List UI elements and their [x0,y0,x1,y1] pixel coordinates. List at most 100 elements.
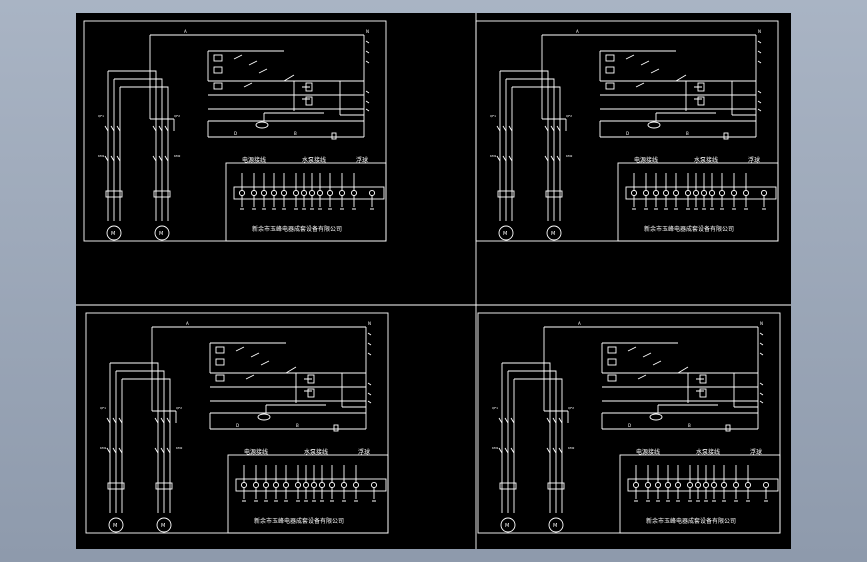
terminal-strip [627,478,779,492]
terminal-7 [694,481,702,489]
control-circuit: D B [601,342,759,432]
terminal-12 [744,481,752,489]
terminal-6 [684,189,692,197]
supply-line [542,34,757,121]
terminal-row [630,173,768,210]
pump-wiring-label: 水泵接线 [304,448,328,456]
svg-text:M: M [161,523,165,529]
terminal-3 [654,481,662,489]
svg-text:QF1: QF1 [98,114,104,118]
phase-line-c [508,370,563,423]
svg-text:KM2: KM2 [176,446,183,450]
terminal-3 [652,189,660,197]
terminal-10 [720,481,728,489]
power-wiring-label: 电源接线 [244,448,268,456]
terminal-9 [708,189,716,197]
float-label: 浮球 [356,156,368,164]
terminal-2 [644,481,652,489]
terminal-7 [300,189,308,197]
terminal-box [227,454,389,534]
terminal-8 [702,481,710,489]
phase-line-d [113,79,121,131]
svg-text:KM2: KM2 [566,154,573,158]
terminal-13 [760,189,768,197]
svg-text:KM2: KM2 [174,154,181,158]
svg-text:KM2: KM2 [568,446,575,450]
terminal-box [619,454,781,534]
float-label: 浮球 [358,448,370,456]
terminal-7 [302,481,310,489]
terminal-ticks [367,332,372,404]
sheet-divider [76,13,791,549]
breaker-group-1: M [498,417,517,533]
phase-line-d [115,371,123,423]
svg-text:B: B [688,423,691,428]
terminal-2 [252,481,260,489]
terminal-8 [700,189,708,197]
terminal-6 [292,189,300,197]
terminal-8 [308,189,316,197]
control-circuit: D B [209,342,367,432]
terminal-11 [340,481,348,489]
svg-text:KM1: KM1 [98,154,105,158]
svg-text:QF1: QF1 [100,406,106,410]
terminal-13 [368,189,376,197]
company-caption: 新余市玉峰电器成套设备有限公司 [646,517,736,525]
terminal-1 [632,481,640,489]
terminal-3 [262,481,270,489]
schematic-sheet-4: A N M M QF1 QF2 KM1 KM [477,312,781,534]
terminal-9 [710,481,718,489]
terminal-ticks [365,40,370,112]
svg-text:QF2: QF2 [566,114,572,118]
terminal-5 [672,189,680,197]
terminal-6 [686,481,694,489]
svg-text:KM1: KM1 [492,446,499,450]
terminal-row [632,465,770,502]
terminal-12 [352,481,360,489]
phase-line-c [506,78,561,131]
power-wiring-label: 电源接线 [634,156,658,164]
neutral-label: N [758,29,761,34]
terminal-13 [370,481,378,489]
phase-line-b [501,362,551,423]
svg-text:D: D [234,131,237,136]
terminal-9 [316,189,324,197]
terminal-8 [310,481,318,489]
svg-text:M: M [503,231,507,237]
supply-label: A [184,29,187,34]
pump-wiring-label: 水泵接线 [694,156,718,164]
schematic-sheet-3: A N M M QF1 QF2 KM1 KM [85,312,389,534]
neutral-label: N [760,321,763,326]
terminal-9 [318,481,326,489]
terminal-5 [280,189,288,197]
terminal-11 [338,189,346,197]
svg-text:M: M [505,523,509,529]
breaker-group-2: M [152,125,171,241]
svg-text:QF2: QF2 [174,114,180,118]
control-circuit: D B [599,50,757,140]
drawing-canvas: A N M M QF1 QF2 KM1 KM [76,13,791,549]
terminal-row [238,173,376,210]
phase-line-c [116,370,171,423]
terminal-5 [674,481,682,489]
float-label: 浮球 [748,156,760,164]
terminal-strip [625,186,777,200]
svg-text:D: D [236,423,239,428]
terminal-6 [294,481,302,489]
float-label: 浮球 [750,448,762,456]
cad-viewport[interactable]: A N M M QF1 QF2 KM1 KM [76,13,791,549]
supply-label: A [578,321,581,326]
pump-wiring-label: 水泵接线 [696,448,720,456]
terminal-7 [692,189,700,197]
phase-line-b [499,70,549,131]
terminal-strip [235,478,387,492]
svg-text:D: D [626,131,629,136]
terminal-12 [742,189,750,197]
supply-line [152,326,367,413]
terminal-3 [260,189,268,197]
svg-text:QF1: QF1 [490,114,496,118]
svg-text:M: M [159,231,163,237]
neutral-label: N [368,321,371,326]
terminal-10 [328,481,336,489]
phase-line-b [109,362,159,423]
